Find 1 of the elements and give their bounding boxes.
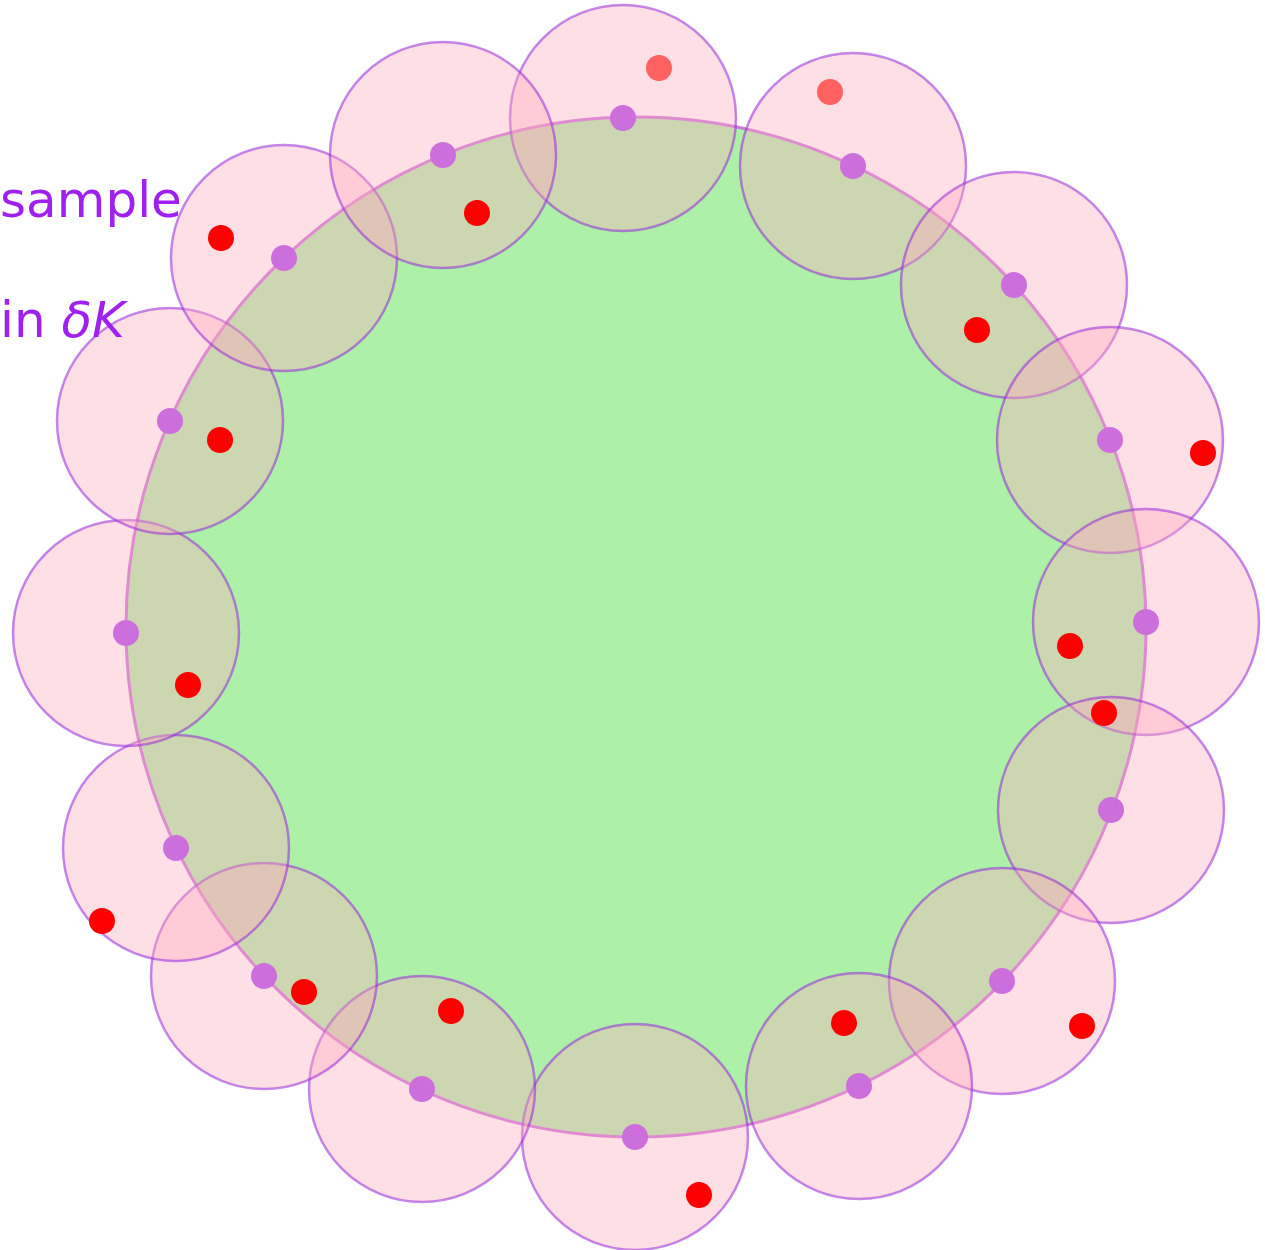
annotation-text: sample in δK	[0, 170, 183, 351]
